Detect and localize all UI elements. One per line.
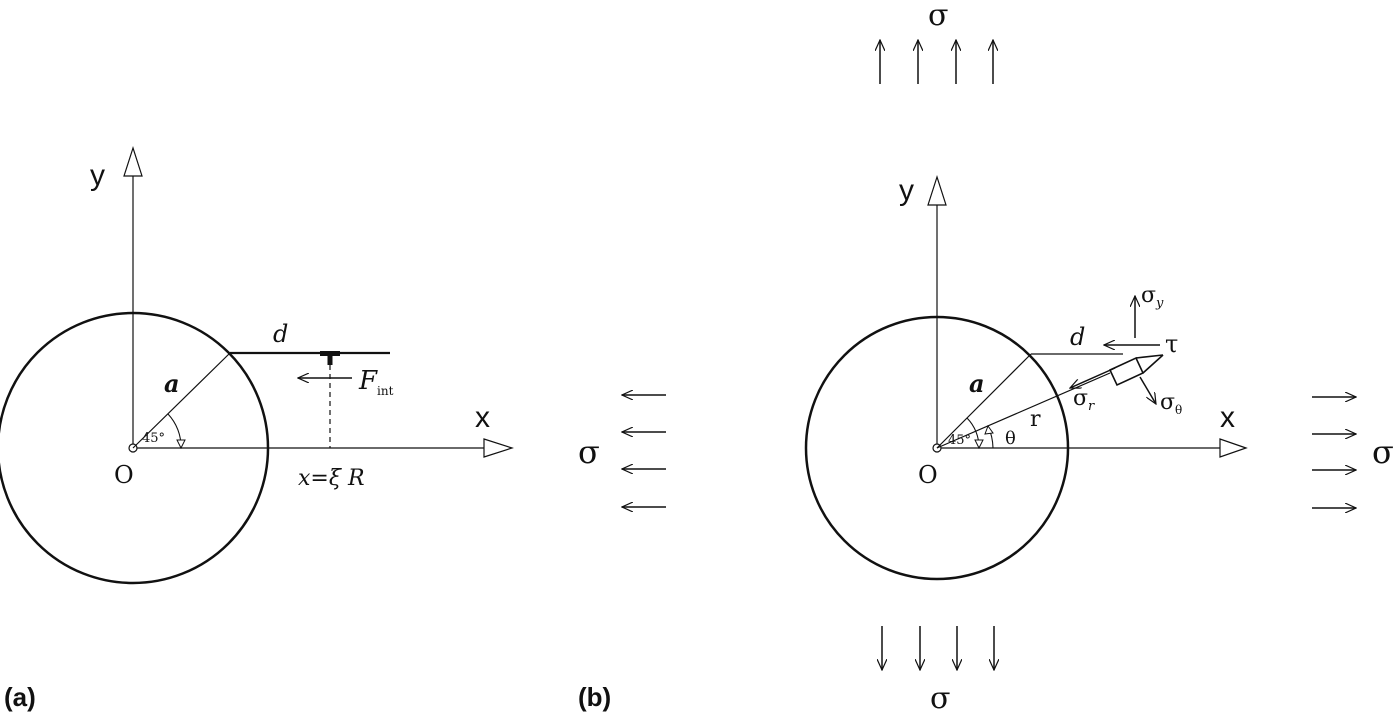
stress-element-edge	[1135, 354, 1164, 359]
sigma-r-label: σr	[1073, 386, 1095, 414]
radius-label-b: a	[969, 369, 985, 398]
distance-label-b: d	[1070, 323, 1085, 351]
angle-label-b: 45°	[948, 433, 971, 448]
angle-label-a: 45°	[142, 431, 165, 446]
stress-element	[1108, 356, 1145, 387]
x-axis-label-a: x	[475, 401, 490, 434]
distance-label-a: d	[273, 320, 288, 348]
r-label-b: r	[1030, 407, 1041, 432]
x-axis-arrowhead-b	[1219, 438, 1248, 458]
force-label-a: Fint	[358, 366, 394, 398]
theta-label-b: θ	[1005, 428, 1016, 449]
origin-label-a: O	[114, 461, 134, 489]
panel-label-a: (a)	[4, 682, 36, 712]
radius-label-a: a	[164, 369, 180, 398]
panel-b: σ σ σ	[578, 0, 1394, 716]
stress-element-edge-2	[1142, 354, 1164, 374]
sigma-theta-label: σθ	[1160, 390, 1182, 417]
sigma-top-label: σ	[928, 0, 948, 33]
angle-arc-arrowhead-a	[176, 439, 186, 450]
sigma-theta-arrow	[1139, 376, 1156, 404]
position-label-a: x=ξ R	[298, 466, 365, 491]
y-axis-arrowhead-b	[927, 175, 947, 206]
sigma-r-arrow	[1070, 367, 1116, 388]
angle-arc-theta-arrowhead-b	[984, 424, 994, 435]
y-axis-label-a: y	[90, 159, 105, 192]
radius-line-a	[132, 352, 231, 449]
sigma-bottom-label: σ	[930, 681, 950, 716]
left-stress-arrows: σ	[578, 395, 666, 507]
y-axis-label-b: y	[899, 174, 914, 207]
tau-label: τ	[1165, 330, 1178, 358]
radius-line-b	[936, 353, 1032, 449]
panel-label-b: (b)	[578, 682, 611, 712]
x-axis-arrowhead-a	[483, 438, 514, 458]
panel-a: y x O a d 45° Fint x=ξ R (a)	[0, 146, 514, 712]
sigma-right-label: σ	[1372, 433, 1394, 471]
dislocation-stem-a	[327, 351, 333, 365]
sigma-left-label: σ	[578, 433, 600, 471]
angle-arc-45-arrowhead-b	[974, 439, 984, 450]
sigma-y-label: σy	[1141, 283, 1164, 311]
x-axis-label-b: x	[1220, 401, 1235, 434]
origin-label-b: O	[918, 461, 938, 489]
y-axis-arrowhead-a	[123, 146, 143, 177]
